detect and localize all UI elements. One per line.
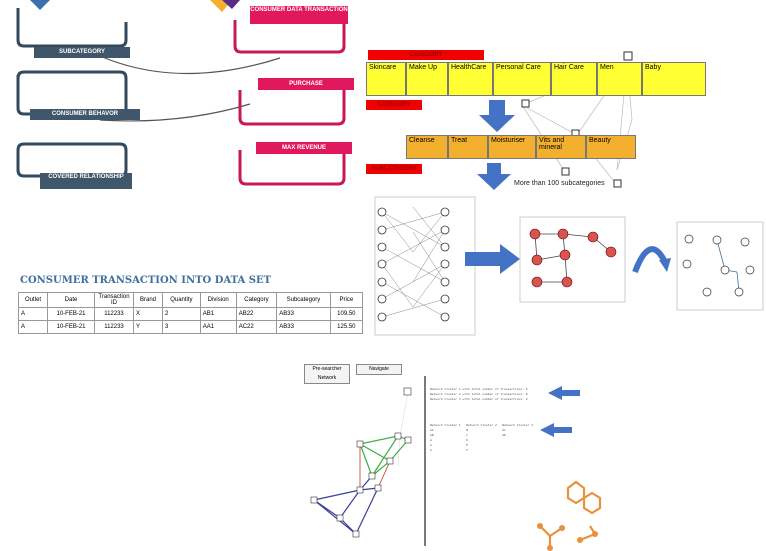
arrow-right-icon [465,244,520,274]
column-header: Outlet [17,292,49,308]
table-cell: AB33 [276,307,331,321]
dataset-title: CONSUMER TRANSACTION INTO DATA SET [20,275,272,286]
table-cell: 112233 [93,320,134,334]
arrow-left-icon [548,386,580,400]
dataset-table: Outlet Date Transaction ID Brand Quantit… [17,292,364,334]
svg-text:Network Cluster 2 with total n: Network Cluster 2 with total number of t… [430,392,528,396]
table-cell: AC22 [235,320,278,334]
hierarchy-lines [477,51,633,190]
subcategory-tag: SUBCATEGORY [366,164,422,174]
pre-searcher-network-button[interactable]: Pre-searcher Network [304,364,350,384]
network-nodes [310,387,412,538]
category-cell: HealthCare [448,62,493,96]
svg-text:A E: A E [430,443,468,447]
table-cell: Y [132,320,164,334]
table-cell: A [17,307,49,321]
molecule-icon [539,480,602,548]
svg-text:Network Cluster 3 with total n: Network Cluster 3 with total number of t… [430,397,528,401]
subcategory-cell: Beauty [586,135,636,159]
table-cell: AB33 [276,320,331,334]
subcategory-note: More than 100 subcategories [514,180,605,187]
category-tag: CATEGORY [368,50,484,60]
category-cell: Baby [642,62,706,96]
flow-diagram: SUBCATEGORY CONSUMER BEHAVOR COVERED REL… [0,0,365,190]
column-header: Brand [132,292,164,308]
svg-text:A F: A F [430,448,468,452]
subcategory-cell: Vits and mineral [536,135,586,159]
svg-text:Network Cluster 1 Network Cl: Network Cluster 1 Network Cluster 2 Netw… [430,423,533,427]
table-cell: 112233 [93,307,134,321]
table-cell: AB1 [199,307,237,321]
category-row: Skincare Make Up HealthCare Personal Car… [366,62,706,96]
purchase-label: PURCHASE [258,78,354,90]
column-header: Quantity [162,292,201,308]
network-tool: Pre-searcher Network Navigate [300,362,620,551]
bipartite-nodes [377,207,450,322]
subcategory-row: Cleanse Treat Moisturiser Vits and miner… [406,135,636,159]
table-row: A 10-FEB-21 112233 X 2 AB1 AB22 AB33 109… [17,307,364,321]
column-header: Subcategory [276,292,331,308]
subcategory-label: SUBCATEGORY [34,47,130,58]
network-transformation [374,196,764,336]
subcategory-cell: Treat [448,135,488,159]
arrow-left-icon [540,423,572,437]
column-header: Division [199,292,237,308]
table-cell: 2 [162,307,201,321]
table-row: A 10-FEB-21 112233 Y 3 AA1 AC22 AB33 125… [17,320,364,334]
table-cell: AB22 [235,307,278,321]
category-cell: Personal Care [493,62,551,96]
consumer-behavior-label: CONSUMER BEHAVOR [30,109,140,120]
table-cell: 10-FEB-21 [47,320,95,334]
category-cell: Make Up [406,62,448,96]
table-cell: A [17,320,49,334]
category-hierarchy: CATEGORY Skincare Make Up HealthCare Per… [362,0,766,192]
consumer-data-transaction-label: CONSUMER DATA TRANSACTION [250,6,348,24]
red-graph-nodes [529,228,617,288]
subcategory-level-tag: CATEGORY [366,100,422,110]
svg-text:A D: A D [430,438,468,442]
svg-text:AA B: AA B AC [430,428,506,432]
bipartite-edges [381,206,446,318]
subcategory-cell: Cleanse [406,135,448,159]
table-cell: 125.50 [329,320,364,334]
network-canvas: Network Cluster 1 with total number of t… [310,376,602,551]
column-header: Transaction ID [93,292,134,308]
column-header: Price [329,292,364,308]
category-cell: Men [597,62,642,96]
column-header: Category [235,292,278,308]
column-header: Date [47,292,95,308]
table-cell: AA1 [199,320,237,334]
table-cell: 109.50 [329,307,364,321]
table-cell: 3 [162,320,201,334]
category-cell: Skincare [366,62,406,96]
svg-text:AB C: AB C AE [430,433,506,437]
max-revenue-label: MAX REVENUE [256,142,352,154]
subcategory-cell: Moisturiser [488,135,536,159]
svg-text:Network Cluster 1 with total n: Network Cluster 1 with total number of t… [430,387,528,391]
covered-relationship-label: COVERED RELATIONSHIP [40,173,132,189]
flow-connectors [16,0,346,186]
curved-arrow-icon [632,246,668,274]
table-cell: 10-FEB-21 [47,307,95,321]
category-cell: Hair Care [551,62,597,96]
sparse-graph-nodes [682,234,755,297]
table-header-row: Outlet Date Transaction ID Brand Quantit… [17,292,364,308]
table-cell: X [132,307,164,321]
navigate-button[interactable]: Navigate [356,364,402,375]
